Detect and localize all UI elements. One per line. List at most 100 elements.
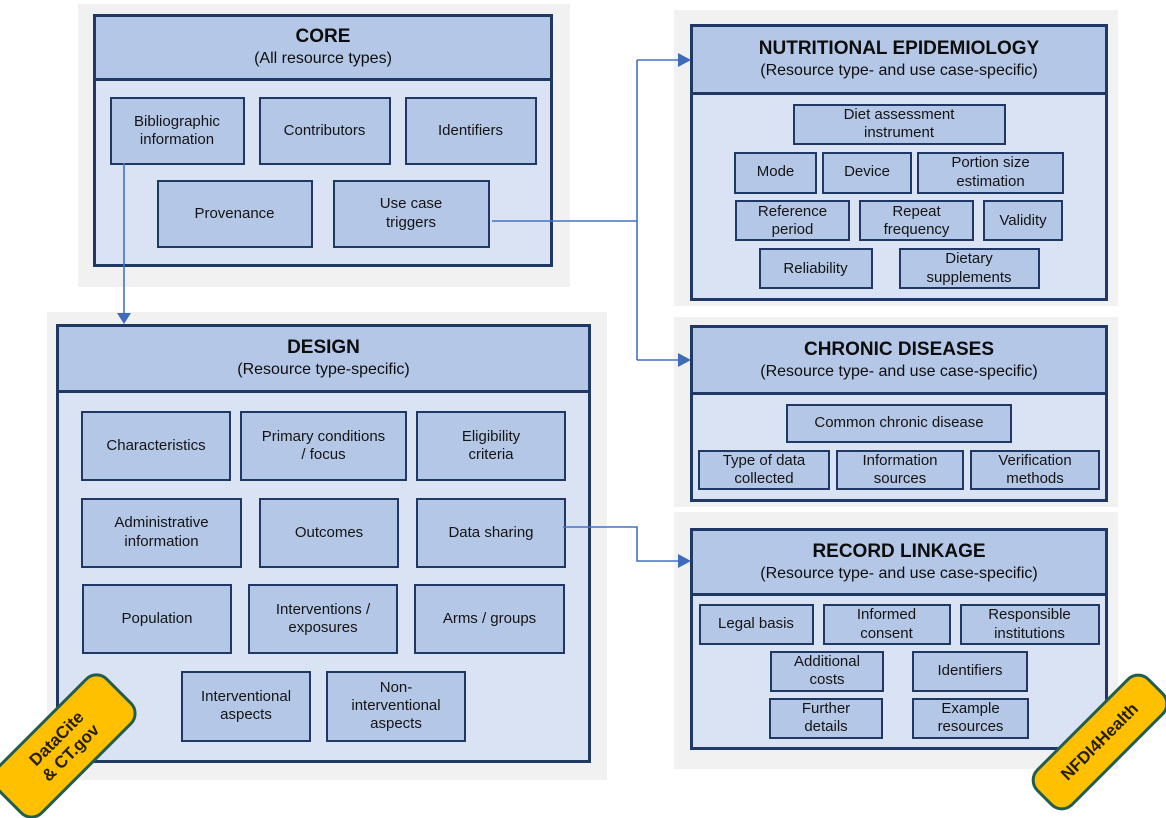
box-primary-conditions-focus: Primary conditions / focus	[240, 411, 407, 482]
box-label: Further details	[801, 700, 851, 736]
box-information-sources: Information sources	[836, 449, 964, 491]
box-label: Verification methods	[998, 451, 1072, 487]
chronic-diseases-title: CHRONIC DISEASES	[803, 338, 995, 360]
nutritional-epidemiology-subtitle: (Resource type- and use case-specific)	[760, 62, 1038, 80]
box-label: Common chronic disease	[814, 414, 984, 432]
nutritional-epidemiology-body: Diet assessment instrument Mode Device P…	[693, 95, 1105, 298]
box-label: Dietary supplements	[926, 250, 1012, 286]
box-label: Eligibility criteria	[461, 428, 521, 464]
box-label: Use case triggers	[379, 195, 443, 231]
box-validity: Validity	[983, 200, 1063, 242]
box-label: Non-interventional aspects	[351, 678, 441, 733]
box-contributors: Contributors	[258, 97, 391, 166]
box-label: Repeat frequency	[883, 202, 950, 238]
box-label: Identifiers	[437, 122, 504, 140]
chronic-diseases-header: CHRONIC DISEASES (Resource type- and use…	[693, 328, 1105, 395]
box-type-of-data-collected: Type of data collected	[698, 449, 830, 491]
core-title: CORE	[295, 26, 351, 48]
box-label: Provenance	[194, 204, 275, 222]
box-label: Interventional aspects	[200, 687, 292, 724]
record-linkage-row-3: Further details Example resources	[693, 698, 1105, 739]
design-body: Characteristics Primary conditions / foc…	[59, 393, 588, 760]
design-row-4: Interventional aspects Non-interventiona…	[59, 670, 588, 742]
box-label: Identifiers	[937, 662, 1003, 680]
box-common-chronic-disease: Common chronic disease	[786, 403, 1012, 443]
nutritional-epidemiology-row-2: Mode Device Portion size estimation	[693, 151, 1105, 194]
box-diet-assessment-instrument: Diet assessment instrument	[792, 103, 1006, 145]
box-label: Data sharing	[448, 523, 534, 541]
box-label: Bibliographic information	[134, 113, 220, 149]
chronic-diseases-row-1: Common chronic disease	[693, 403, 1105, 443]
record-linkage-module: RECORD LINKAGE (Resource type- and use c…	[690, 528, 1108, 750]
chronic-diseases-body: Common chronic disease Type of data coll…	[693, 395, 1105, 499]
core-subtitle: (All resource types)	[254, 50, 392, 68]
design-title: DESIGN	[287, 337, 360, 359]
box-bibliographic-information: Bibliographic information	[109, 97, 245, 166]
design-subtitle: (Resource type-specific)	[237, 361, 410, 379]
box-interventions-exposures: Interventions / exposures	[248, 584, 398, 655]
design-row-1: Characteristics Primary conditions / foc…	[59, 411, 588, 482]
box-dietary-supplements: Dietary supplements	[898, 248, 1040, 289]
box-label: Administrative information	[114, 514, 209, 550]
box-provenance: Provenance	[156, 179, 313, 248]
box-label: Reference period	[757, 202, 828, 238]
box-label: Device	[844, 163, 890, 181]
box-label: Characteristics	[106, 437, 206, 455]
box-data-sharing: Data sharing	[416, 497, 566, 568]
box-portion-size-estimation: Portion size estimation	[917, 151, 1064, 194]
box-label: Mode	[756, 163, 795, 181]
box-device: Device	[822, 151, 912, 194]
design-row-2: Administrative information Outcomes Data…	[59, 497, 588, 568]
box-example-resources: Example resources	[912, 698, 1029, 739]
box-population: Population	[82, 584, 232, 655]
box-informed-consent: Informed consent	[822, 604, 951, 645]
box-non-interventional-aspects: Non-interventional aspects	[326, 670, 466, 742]
box-characteristics: Characteristics	[81, 411, 231, 482]
box-administrative-information: Administrative information	[81, 497, 242, 568]
box-further-details: Further details	[769, 698, 883, 739]
record-linkage-subtitle: (Resource type- and use case-specific)	[760, 564, 1038, 582]
box-repeat-frequency: Repeat frequency	[859, 200, 974, 242]
box-label: Information sources	[862, 451, 938, 487]
box-verification-methods: Verification methods	[970, 449, 1100, 491]
chronic-diseases-subtitle: (Resource type- and use case-specific)	[760, 362, 1038, 380]
design-header: DESIGN (Resource type-specific)	[59, 327, 588, 393]
core-header: CORE (All resource types)	[96, 17, 550, 81]
core-body: Bibliographic information Contributors I…	[96, 81, 550, 264]
record-linkage-title: RECORD LINKAGE	[812, 540, 986, 562]
box-label: Responsible institutions	[988, 606, 1071, 642]
record-linkage-row-2: Additional costs Identifiers	[693, 651, 1105, 692]
box-identifiers-linkage: Identifiers	[912, 651, 1028, 692]
record-linkage-header: RECORD LINKAGE (Resource type- and use c…	[693, 531, 1105, 596]
box-eligibility-criteria: Eligibility criteria	[416, 411, 566, 482]
box-mode: Mode	[734, 151, 817, 194]
box-label: Example resources	[937, 700, 1004, 736]
box-reliability: Reliability	[758, 248, 873, 289]
box-outcomes: Outcomes	[259, 497, 399, 568]
box-legal-basis: Legal basis	[698, 604, 814, 645]
chronic-diseases-row-2: Type of data collected Information sourc…	[693, 449, 1105, 491]
box-label: Type of data collected	[722, 451, 806, 487]
box-label: Outcomes	[294, 523, 364, 541]
core-module: CORE (All resource types) Bibliographic …	[93, 14, 553, 267]
box-label: Reliability	[783, 259, 848, 277]
nutritional-epidemiology-header: NUTRITIONAL EPIDEMIOLOGY (Resource type-…	[693, 27, 1105, 95]
box-use-case-triggers: Use case triggers	[332, 179, 490, 248]
box-label: Interventions / exposures	[275, 600, 371, 637]
nutritional-epidemiology-title: NUTRITIONAL EPIDEMIOLOGY	[758, 38, 1040, 60]
core-row-2: Provenance Use case triggers	[96, 179, 550, 248]
box-label: Validity	[999, 211, 1047, 229]
box-reference-period: Reference period	[735, 200, 850, 242]
design-module: DESIGN (Resource type-specific) Characte…	[56, 324, 591, 763]
record-linkage-row-1: Legal basis Informed consent Responsible…	[693, 604, 1105, 645]
box-label: Diet assessment instrument	[843, 105, 955, 142]
box-additional-costs: Additional costs	[770, 651, 884, 692]
nutritional-epidemiology-row-3: Reference period Repeat frequency Validi…	[693, 200, 1105, 242]
box-label: Population	[121, 610, 193, 628]
chronic-diseases-module: CHRONIC DISEASES (Resource type- and use…	[690, 325, 1108, 502]
box-label: Additional costs	[794, 653, 860, 689]
box-interventional-aspects: Interventional aspects	[181, 670, 311, 742]
design-row-3: Population Interventions / exposures Arm…	[59, 584, 588, 655]
box-label: Portion size estimation	[951, 154, 1030, 190]
